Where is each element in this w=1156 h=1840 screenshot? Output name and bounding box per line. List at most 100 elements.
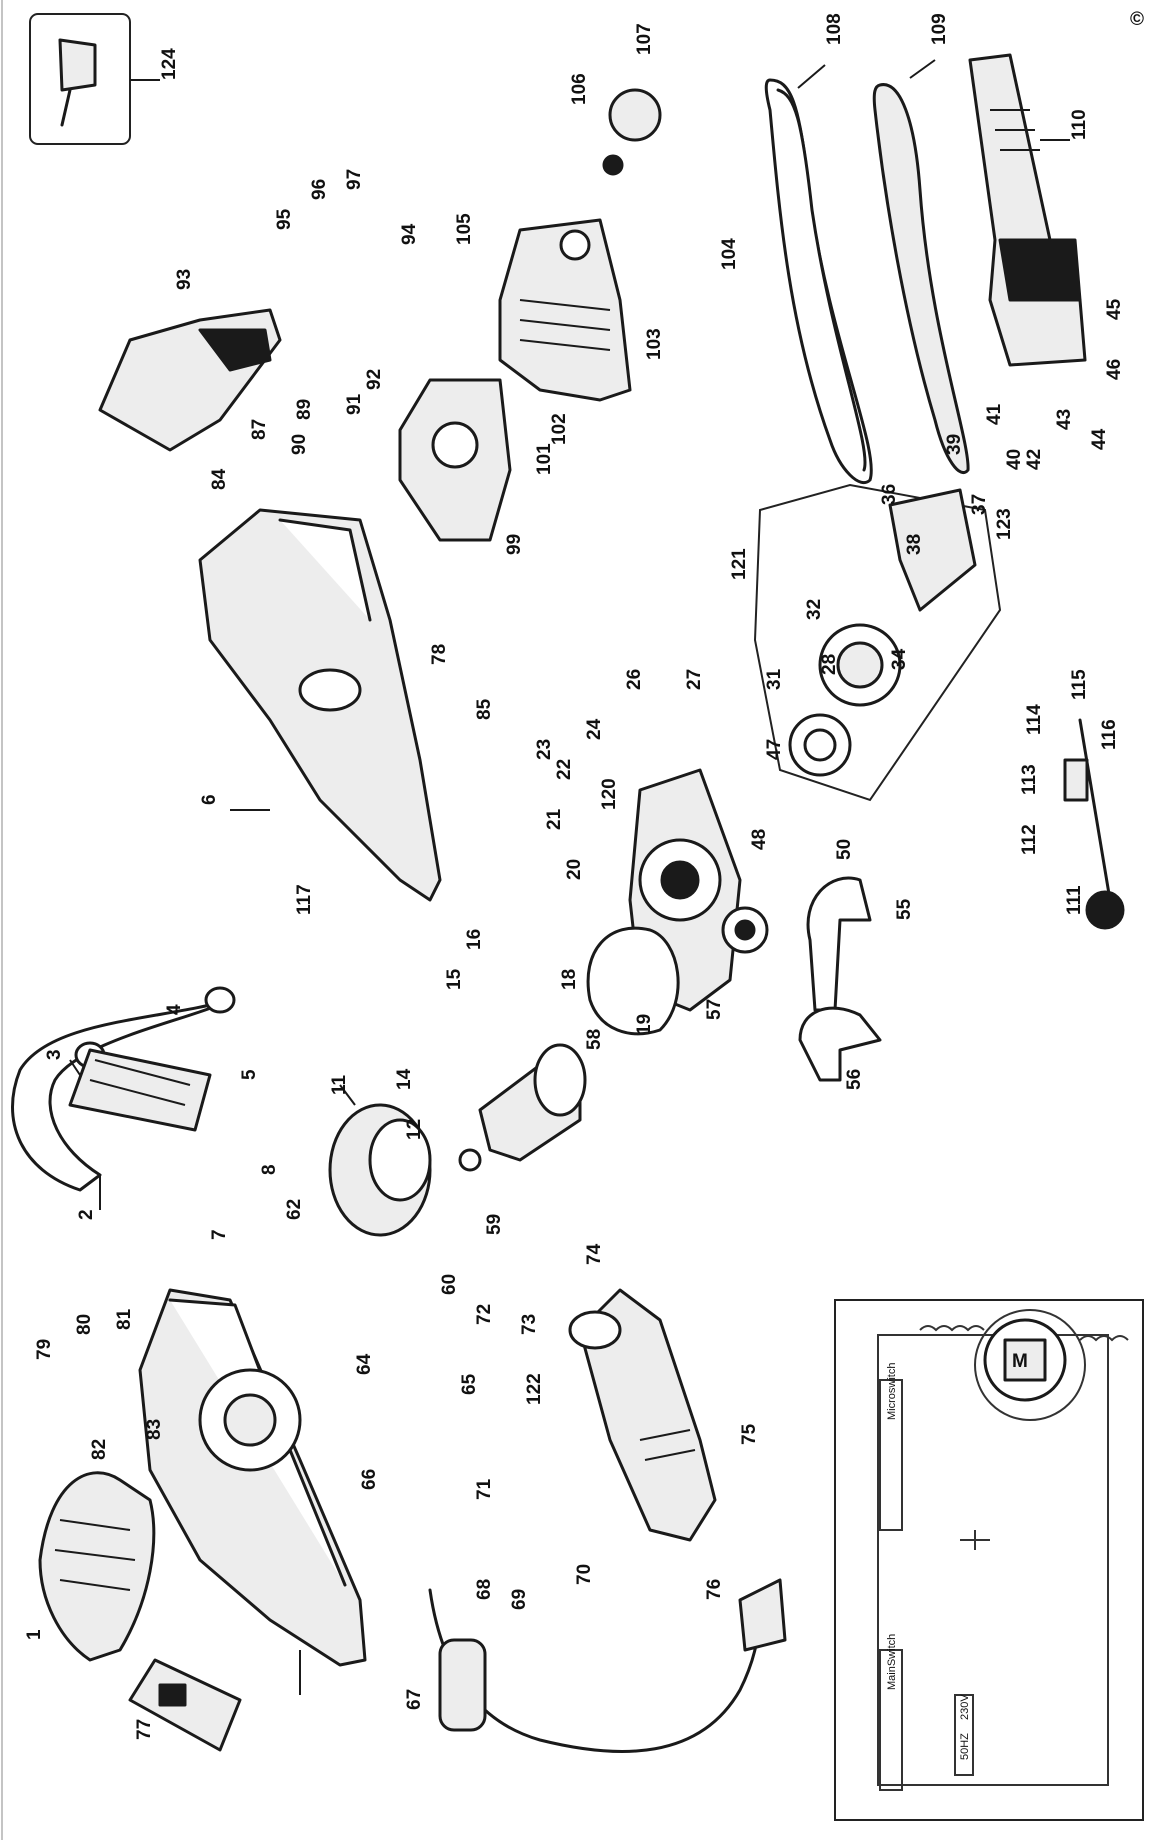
callout-122: 122 — [524, 1373, 545, 1405]
callout-102: 102 — [549, 413, 570, 445]
callout-85: 85 — [474, 698, 495, 720]
callout-79: 79 — [34, 1339, 55, 1360]
callout-114: 114 — [1024, 704, 1045, 735]
callout-23: 23 — [534, 739, 555, 760]
lever-50-56 — [798, 876, 882, 1082]
callout-90: 90 — [289, 434, 310, 455]
callout-89: 89 — [294, 399, 315, 420]
armature-15 — [458, 1043, 587, 1172]
callout-27: 27 — [684, 669, 705, 690]
callout-71: 71 — [474, 1478, 495, 1500]
callout-36: 36 — [879, 484, 900, 505]
callout-91: 91 — [344, 393, 365, 415]
callout-22: 22 — [554, 759, 575, 780]
callout-84: 84 — [209, 468, 230, 490]
hand-guard-3 — [68, 1048, 212, 1132]
frequency-label: 50HZ — [959, 1733, 971, 1760]
callout-60: 60 — [439, 1274, 460, 1295]
callout-7: 7 — [209, 1229, 230, 1240]
callout-117: 117 — [294, 884, 315, 915]
callout-106: 106 — [569, 73, 590, 105]
callout-108: 108 — [824, 13, 845, 45]
callout-4: 4 — [164, 1004, 185, 1015]
callout-94: 94 — [399, 223, 420, 245]
callout-48: 48 — [749, 829, 770, 850]
callout-38: 38 — [904, 534, 925, 555]
callout-69: 69 — [509, 1589, 530, 1610]
front-handle-2 — [11, 986, 236, 1210]
callout-56: 56 — [844, 1069, 865, 1090]
callout-62: 62 — [284, 1199, 305, 1220]
callout-70: 70 — [574, 1564, 595, 1585]
callout-73: 73 — [519, 1314, 540, 1335]
callout-46: 46 — [1104, 359, 1125, 380]
callout-45: 45 — [1104, 298, 1125, 320]
callout-80: 80 — [74, 1314, 95, 1335]
callout-95: 95 — [274, 208, 295, 230]
callout-113: 113 — [1019, 764, 1040, 795]
callout-103: 103 — [644, 328, 665, 360]
callout-78: 78 — [429, 644, 450, 665]
upper-housing-6 — [198, 508, 442, 902]
sprocket-assembly-121-box — [753, 483, 1002, 802]
callout-67: 67 — [404, 1689, 425, 1710]
callout-16: 16 — [464, 929, 485, 950]
motor-cover-1 — [38, 1471, 156, 1662]
callout-123: 123 — [994, 508, 1015, 540]
callout-124: 124 — [159, 48, 180, 80]
motor-housing-6 — [138, 1288, 367, 1695]
callout-14: 14 — [394, 1068, 415, 1090]
callout-44: 44 — [1089, 428, 1110, 450]
callout-121: 121 — [729, 548, 750, 580]
callout-18: 18 — [559, 969, 580, 990]
callout-58: 58 — [584, 1029, 605, 1050]
callout-11: 11 — [329, 1074, 350, 1095]
callout-101: 101 — [534, 443, 555, 475]
callout-107: 107 — [634, 23, 655, 55]
callout-39: 39 — [944, 434, 965, 455]
callout-110: 110 — [1069, 109, 1090, 140]
microswitch-label: Microswitch — [886, 1363, 898, 1420]
callout-104: 104 — [719, 238, 740, 270]
part-124-inset — [29, 13, 160, 145]
callout-72: 72 — [474, 1304, 495, 1325]
callout-50: 50 — [834, 839, 855, 860]
callout-8: 8 — [259, 1164, 280, 1175]
callout-66: 66 — [359, 1469, 380, 1490]
callout-40: 40 — [1004, 449, 1025, 470]
callout-2: 2 — [76, 1209, 97, 1220]
callout-87: 87 — [249, 419, 270, 440]
callout-5: 5 — [239, 1069, 260, 1080]
callout-111: 111 — [1064, 885, 1085, 915]
callout-76: 76 — [704, 1579, 725, 1600]
callout-109: 109 — [929, 13, 950, 45]
callout-31: 31 — [764, 668, 785, 690]
callout-15: 15 — [444, 968, 465, 990]
callout-41: 41 — [984, 403, 1005, 425]
callout-47: 47 — [764, 739, 785, 760]
motor-symbol: M — [1012, 1351, 1028, 1372]
label-77 — [128, 1658, 242, 1752]
callout-120: 120 — [599, 778, 620, 810]
callout-28: 28 — [819, 654, 840, 675]
callout-57: 57 — [704, 999, 725, 1020]
tensioner-111 — [1063, 718, 1125, 930]
sprocket-cover-103 — [498, 218, 632, 402]
callout-75: 75 — [739, 1423, 760, 1445]
gear-housing-57 — [586, 768, 769, 1036]
mounting-plate-99 — [398, 378, 512, 542]
callout-83: 83 — [144, 1419, 165, 1440]
callout-37: 37 — [969, 494, 990, 515]
callout-81: 81 — [114, 1308, 135, 1330]
callout-26: 26 — [624, 669, 645, 690]
callout-112: 112 — [1019, 824, 1040, 855]
callout-99: 99 — [504, 534, 525, 555]
callout-77: 77 — [134, 1719, 155, 1740]
rear-handle-74 — [568, 1288, 717, 1542]
callout-96: 96 — [309, 179, 330, 200]
stator-11 — [328, 1084, 432, 1237]
callout-43: 43 — [1054, 409, 1075, 430]
callout-24: 24 — [584, 718, 605, 740]
callout-65: 65 — [459, 1373, 480, 1395]
